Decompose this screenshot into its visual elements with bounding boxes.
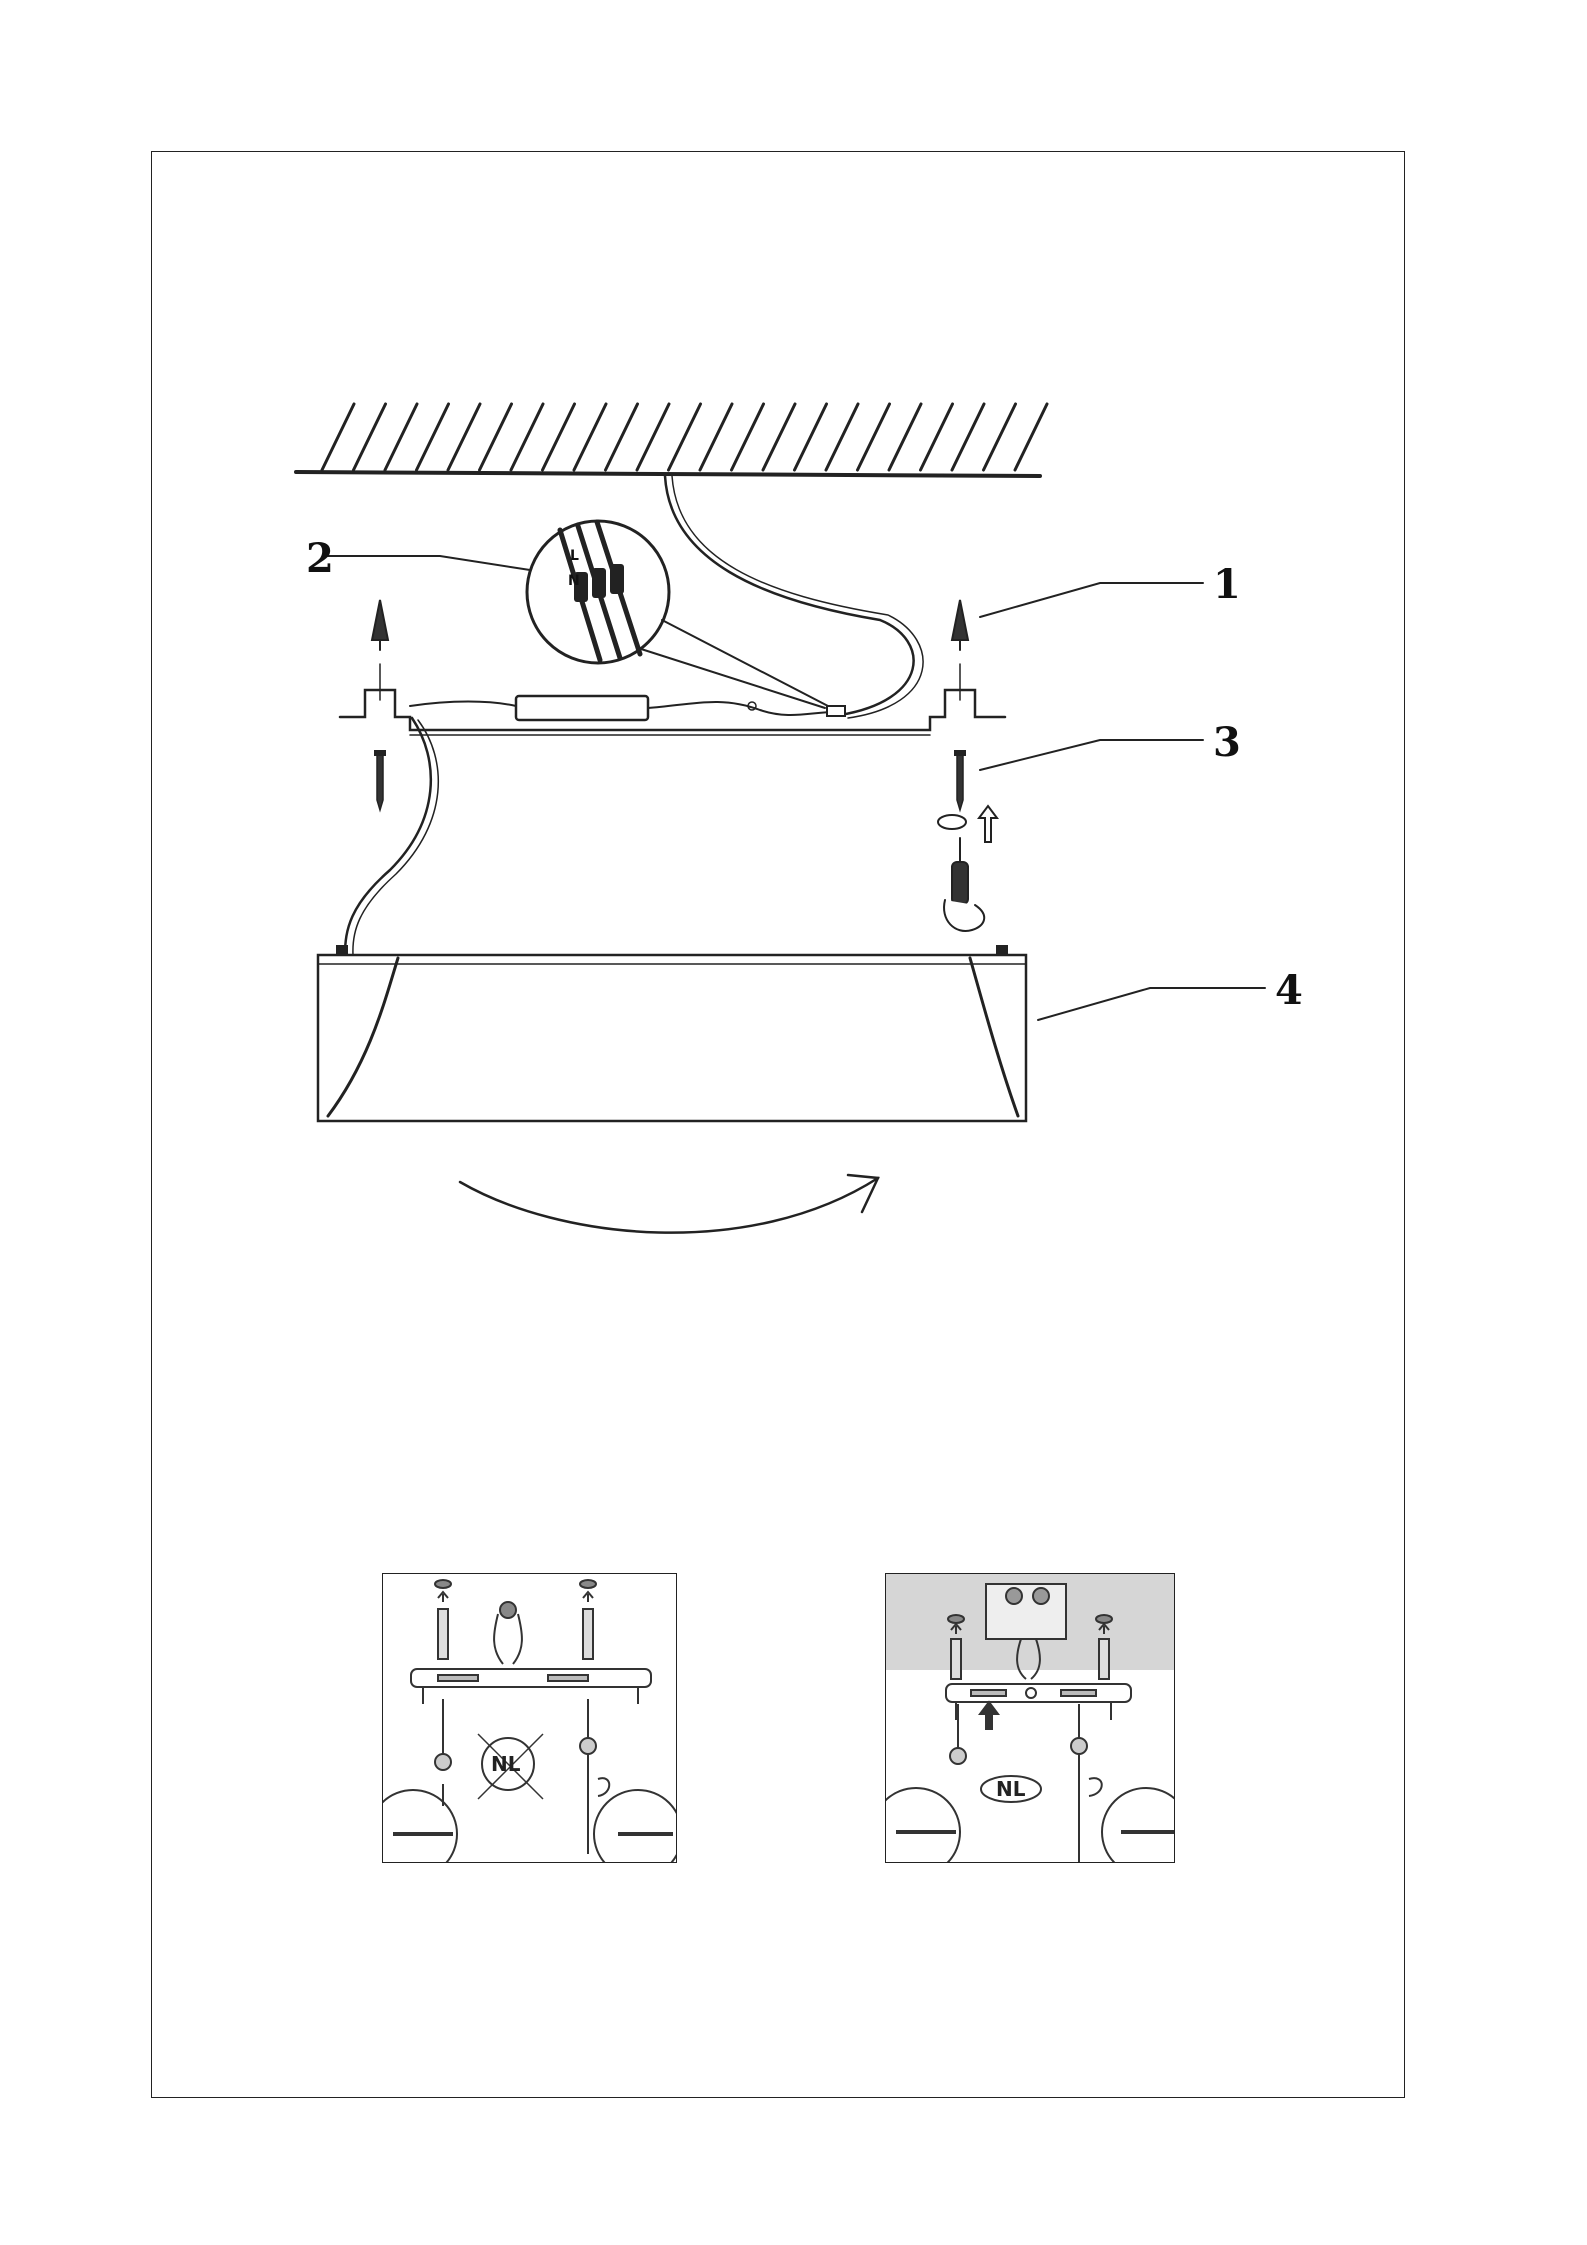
luminaire-body [318, 945, 1026, 1121]
nl-badge-crossed: NL [491, 1752, 521, 1776]
hatch-stroke [417, 404, 449, 470]
hatch-stroke [543, 404, 575, 470]
hatch-stroke [637, 404, 669, 470]
callout-1: 1 [1213, 561, 1241, 608]
hatch-stroke [889, 404, 921, 470]
rotate-arrow-icon [938, 806, 997, 842]
hatch-stroke [448, 404, 480, 470]
hatch-stroke [511, 404, 543, 470]
hatch-stroke [1015, 404, 1047, 470]
ceiling-hatching [296, 404, 1047, 476]
hatch-stroke [385, 404, 417, 470]
wire-label-l: L [570, 548, 579, 564]
wall-plug-left [372, 600, 388, 650]
hatch-stroke [858, 404, 890, 470]
hatch-stroke [984, 404, 1016, 470]
hatch-stroke [763, 404, 795, 470]
screw-left [374, 750, 386, 810]
wall-plug-right [952, 600, 968, 650]
hatch-stroke [606, 404, 638, 470]
terminal-block [827, 706, 845, 716]
callout-2: 2 [306, 535, 334, 582]
supply-cable [665, 476, 914, 715]
panel-right-mounting: NL [885, 1573, 1175, 1863]
wire-label-n: N [568, 573, 580, 589]
hatch-stroke [921, 404, 953, 470]
hatch-stroke [322, 404, 354, 470]
panel-left-mounting: NL [382, 1573, 677, 1863]
led-driver-box [516, 696, 648, 720]
screw-right [954, 750, 966, 810]
hatch-stroke [952, 404, 984, 470]
callout-4: 4 [1275, 967, 1303, 1014]
hatch-stroke [669, 404, 701, 470]
hatch-stroke [574, 404, 606, 470]
hatch-stroke [700, 404, 732, 470]
luminaire-cable [345, 718, 431, 955]
rotation-direction-arrow [460, 1178, 878, 1233]
hatch-stroke [480, 404, 512, 470]
hatch-stroke [354, 404, 386, 470]
hatch-stroke [732, 404, 764, 470]
hatch-stroke [795, 404, 827, 470]
nl-badge: NL [996, 1777, 1026, 1801]
screwdriver-hand-icon [944, 838, 984, 931]
callout-3: 3 [1213, 719, 1241, 766]
hatch-stroke [826, 404, 858, 470]
